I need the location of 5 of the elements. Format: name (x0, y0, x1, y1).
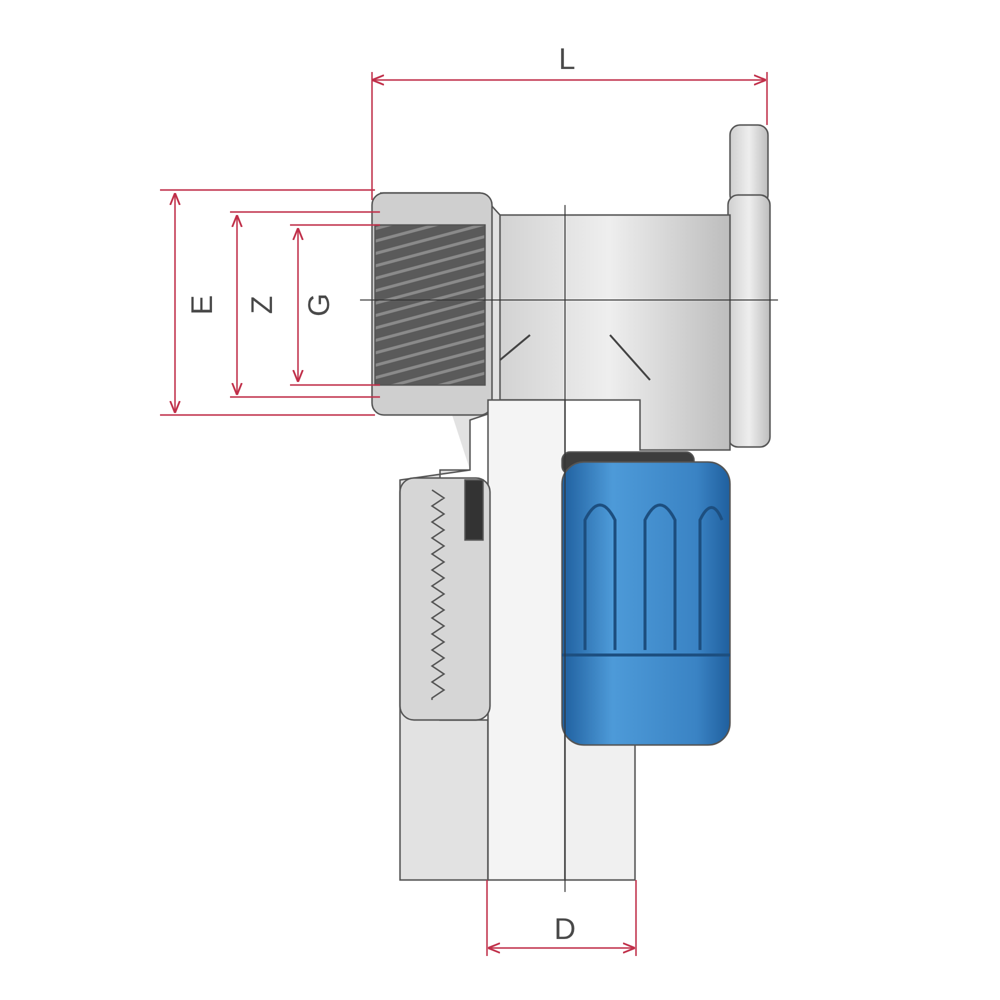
dimension-label: L (558, 45, 576, 75)
dimension-label: Z (248, 296, 278, 314)
dimension-label: G (305, 293, 335, 317)
dimension-label: D (554, 915, 576, 945)
dimension-label: E (188, 295, 218, 315)
